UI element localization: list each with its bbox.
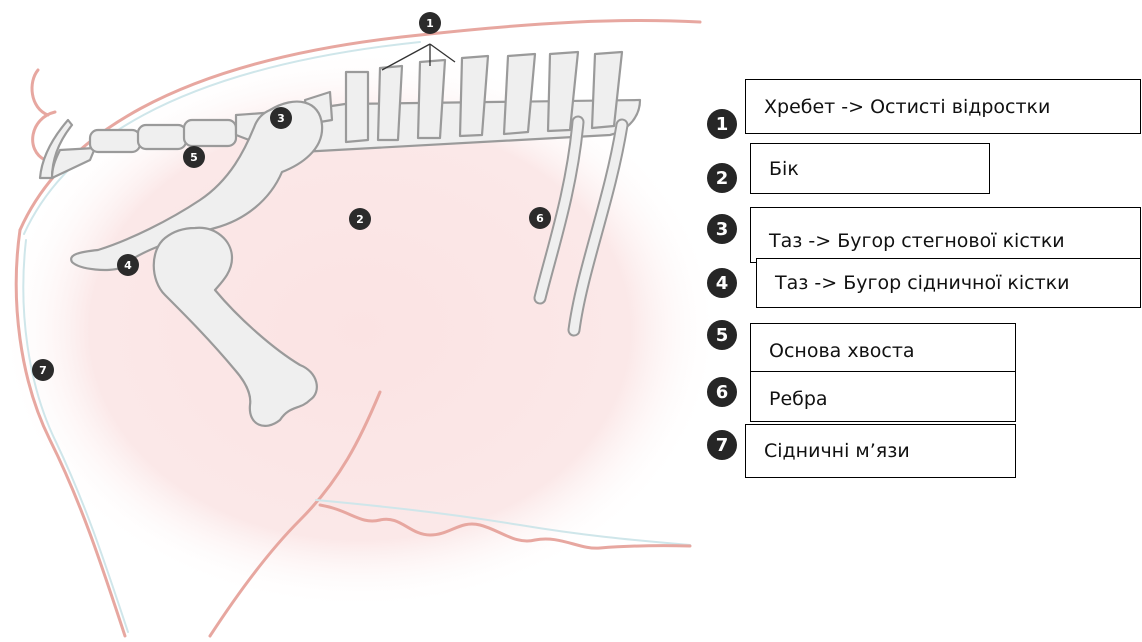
marker-3: 3 (270, 107, 292, 129)
svg-text:6: 6 (536, 212, 544, 225)
legend-label-7: Сідничні м’язи (745, 424, 1016, 478)
legend-label-5: Основа хвоста (750, 323, 1016, 373)
legend-marker-4: 4 (707, 268, 737, 298)
legend-label-2: Бік (750, 143, 990, 194)
legend-marker-1: 1 (707, 109, 737, 139)
marker-7: 7 (32, 359, 54, 381)
legend-marker-6: 6 (707, 377, 737, 407)
svg-text:3: 3 (277, 112, 285, 125)
legend-label-3: Таз -> Бугор стегнової кістки (750, 207, 1141, 263)
legend-marker-7: 7 (707, 430, 737, 460)
marker-1: 1 (419, 12, 441, 34)
svg-text:4: 4 (124, 259, 132, 272)
marker-6: 6 (529, 207, 551, 229)
marker-2: 2 (349, 208, 371, 230)
legend-marker-5: 5 (707, 320, 737, 350)
legend-label-4: Таз -> Бугор сідничної кістки (756, 258, 1141, 308)
svg-text:2: 2 (356, 213, 364, 226)
svg-text:1: 1 (426, 17, 434, 30)
svg-text:5: 5 (190, 151, 198, 164)
marker-4: 4 (117, 254, 139, 276)
legend-marker-3: 3 (707, 214, 737, 244)
legend-marker-2: 2 (707, 163, 737, 193)
legend-label-1: Хребет -> Остисті відростки (745, 79, 1141, 134)
legend-label-6: Ребра (750, 371, 1016, 422)
marker-5: 5 (183, 146, 205, 168)
svg-text:7: 7 (39, 364, 47, 377)
